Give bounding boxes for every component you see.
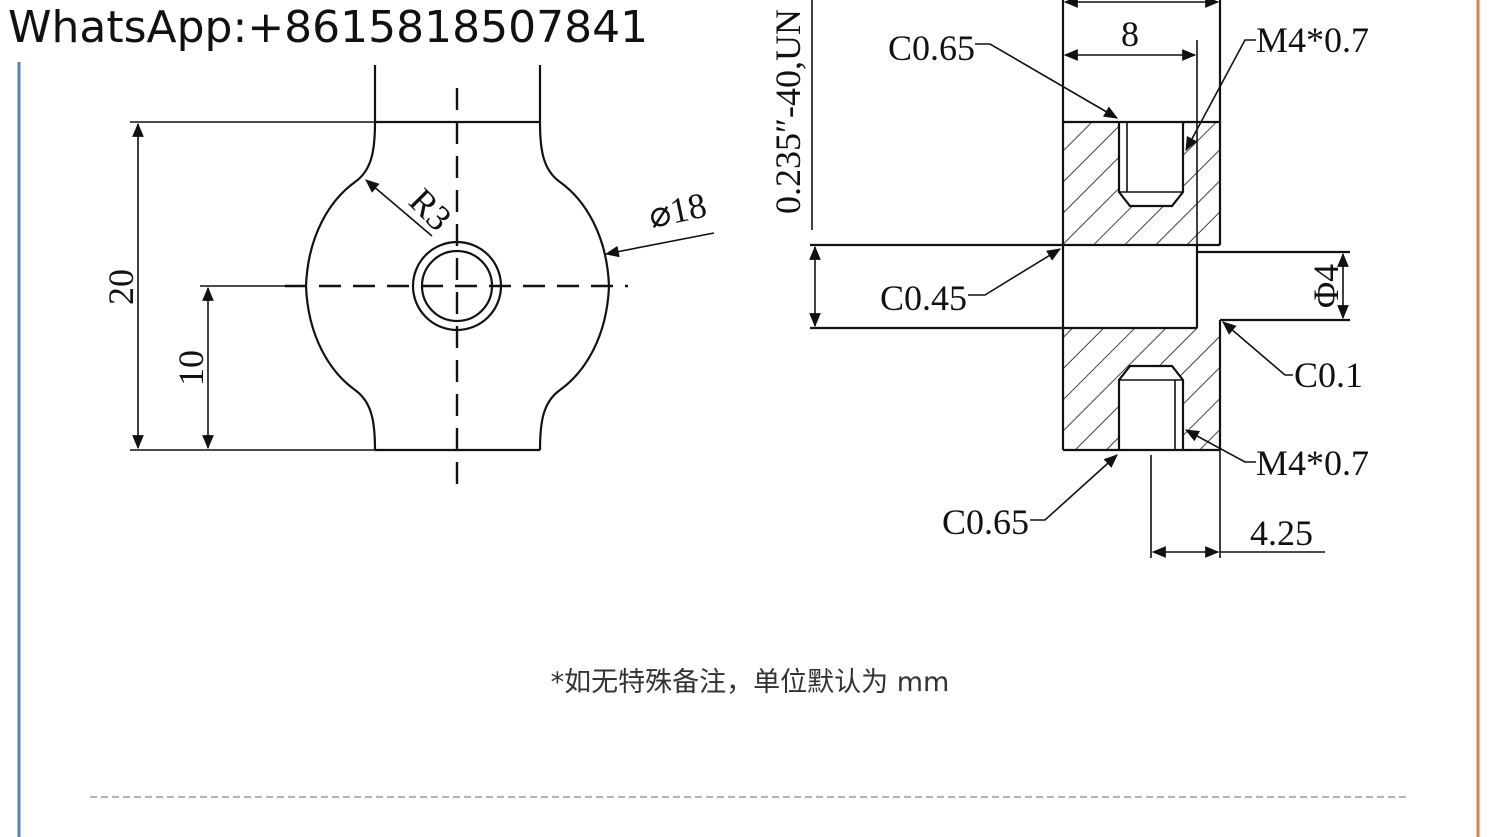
watermark: WhatsApp:+8615818507841 bbox=[8, 2, 649, 53]
dim-tap-bottom: M4*0.7 bbox=[1256, 443, 1369, 483]
dim-bore-dia: Φ4 bbox=[1306, 264, 1346, 308]
front-view: 20 10 R3 ⌀18 bbox=[101, 65, 715, 485]
dim-chamfer-top: C0.65 bbox=[888, 28, 975, 68]
dim-offset: 4.25 bbox=[1250, 513, 1313, 553]
dim-chamfer-edge: C0.1 bbox=[1294, 355, 1363, 395]
dim-width-top: 8 bbox=[1121, 14, 1139, 54]
dim-chamfer-bore: C0.45 bbox=[880, 278, 967, 318]
dim-height-total: 20 bbox=[101, 269, 141, 305]
section-view: 0.235″-40,UN 8 C0.65 M4*0.7 C0.45 Φ4 C0.… bbox=[768, 0, 1369, 558]
hatched-section bbox=[1063, 122, 1220, 450]
dim-chamfer-bottom: C0.65 bbox=[942, 502, 1029, 542]
dim-tap-top: M4*0.7 bbox=[1256, 20, 1369, 60]
dim-radius: R3 bbox=[401, 181, 459, 239]
dim-diameter: ⌀18 bbox=[645, 185, 710, 236]
dim-thread-spec: 0.235″-40,UN bbox=[768, 9, 808, 214]
unit-note: *如无特殊备注，单位默认为 mm bbox=[550, 667, 950, 698]
dim-height-half: 10 bbox=[171, 350, 211, 386]
